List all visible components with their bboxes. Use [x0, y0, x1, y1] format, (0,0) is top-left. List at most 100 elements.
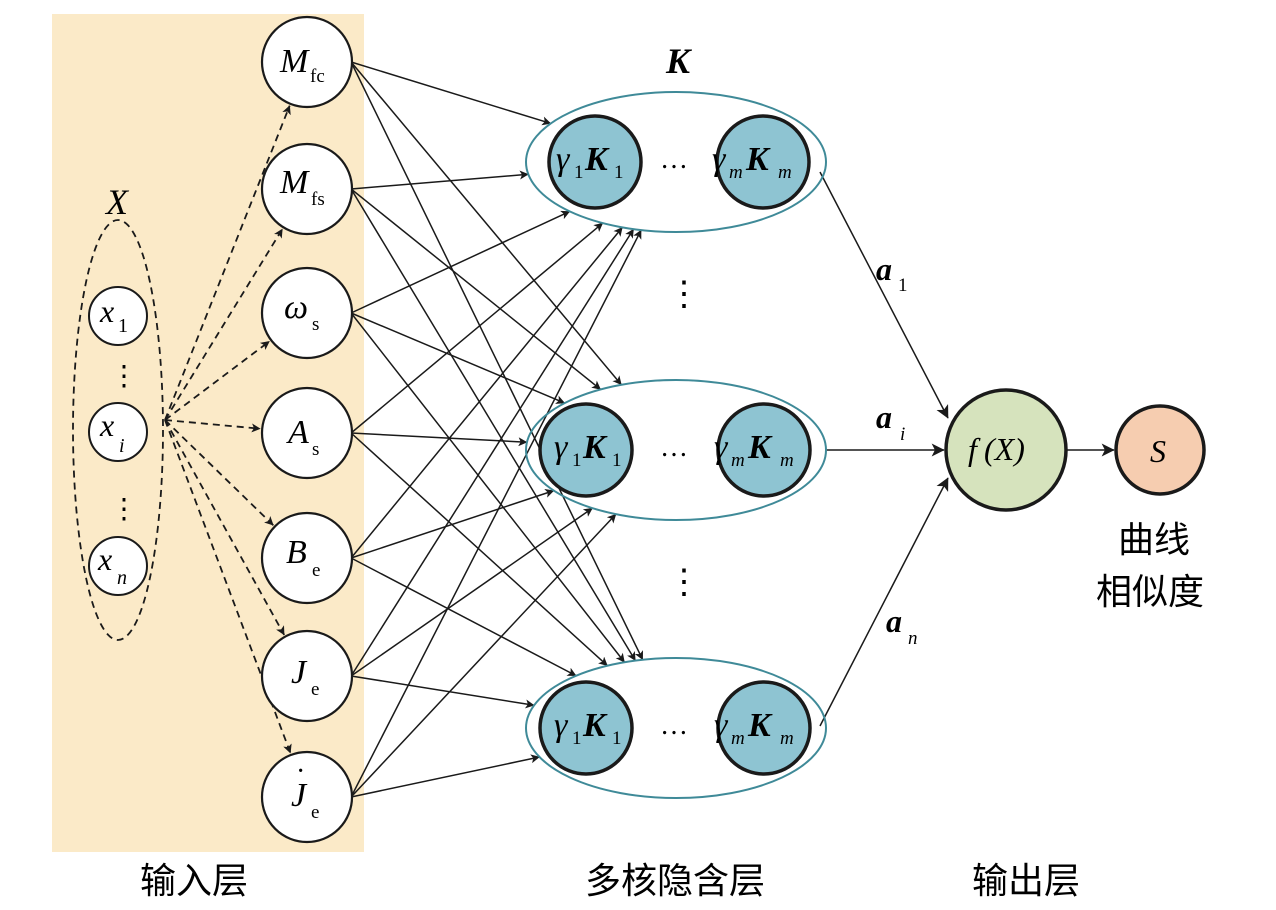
- x-item-i-sub: i: [119, 435, 125, 457]
- x-item-i-base: x: [99, 407, 114, 443]
- weight-ai-sub: i: [900, 424, 905, 445]
- input-node-mfc-base: M: [279, 43, 310, 80]
- input-node-mfc-sub: fc: [310, 66, 325, 87]
- input-node-omega-s-sub: s: [312, 314, 319, 335]
- input-set-label: X: [104, 182, 130, 222]
- input-node-be-sub: e: [312, 560, 320, 581]
- input-node-as: A s: [260, 386, 354, 480]
- input-node-je-base: J: [291, 654, 308, 691]
- kernel-group-1-to-output-edge: [819, 171, 949, 419]
- input-to-kernel-edge-1-1: [350, 61, 552, 126]
- input-to-kernel-edge-7-3: [350, 754, 540, 798]
- x-item-i: x i: [88, 402, 148, 462]
- x-item-1: x 1: [88, 286, 148, 346]
- knm-kernel-sub: m: [780, 728, 794, 749]
- input-to-kernel-edge-4-1: [350, 222, 604, 434]
- kernel-vertical-ellipsis-1: ⋮: [667, 276, 701, 313]
- input-node-omega-s: ω s: [260, 266, 354, 360]
- x-vertical-ellipsis-2: ⋮: [110, 494, 138, 525]
- km-gamma-sub: m: [729, 162, 743, 183]
- kim-gamma: γ: [714, 429, 729, 466]
- input-node-omega-s-base: ω: [284, 289, 308, 326]
- kim-kernel: K: [747, 429, 773, 466]
- weight-a1-base: a: [876, 251, 892, 287]
- weight-an-sub: n: [908, 628, 918, 649]
- input-to-kernel-edge-5-2: [350, 489, 555, 559]
- x-item-n: x n: [88, 536, 148, 596]
- kernel-group-label: K: [665, 41, 693, 81]
- input-node-as-sub: s: [312, 439, 319, 460]
- fanout-edge-4: [164, 419, 261, 433]
- x-item-1-base: x: [99, 293, 114, 329]
- input-to-kernel-edge-5-1: [350, 226, 623, 559]
- weight-label-a1: a 1: [876, 251, 908, 296]
- x-item-1-sub: 1: [118, 315, 128, 337]
- kernel-vertical-ellipsis-2: ⋮: [667, 564, 701, 601]
- kernel-group-n-ellipsis: …: [660, 710, 688, 741]
- k1-kernel-sub: 1: [614, 162, 624, 183]
- input-to-kernel-edge-4-3: [350, 432, 608, 667]
- output-function-node: f (X): [944, 388, 1068, 512]
- knm-gamma-sub: m: [731, 728, 745, 749]
- input-to-kernel-edge-7-2: [350, 513, 617, 798]
- kernel-group-i-ellipsis: …: [660, 432, 688, 463]
- connection-edges: [164, 61, 1115, 798]
- input-node-je-dot-base: J: [291, 777, 308, 814]
- k1-gamma-sub: 1: [574, 162, 584, 183]
- input-node-mfs-base: M: [279, 164, 310, 201]
- fanout-edge-2: [164, 228, 284, 421]
- km-kernel: K: [745, 141, 771, 178]
- output-function-arg: (X): [984, 431, 1025, 467]
- k1-gamma: γ: [556, 141, 571, 178]
- kernel-group-1-ellipsis: …: [660, 144, 688, 175]
- ki1-kernel-sub: 1: [612, 450, 622, 471]
- ki1-gamma: γ: [554, 429, 569, 466]
- input-node-mfs-sub: fs: [311, 189, 325, 210]
- kernel-group-i: γ 1 K 1 … γ m K m: [525, 379, 827, 521]
- input-node-mfc: M fc: [260, 15, 354, 109]
- input-to-kernel-edge-6-3: [350, 675, 535, 709]
- input-node-be-base: B: [286, 534, 307, 571]
- output-caption-line-2: 相似度: [1096, 572, 1204, 613]
- x-item-n-base: x: [97, 541, 112, 577]
- weight-an-base: a: [886, 603, 902, 639]
- input-to-kernel-edge-1-3: [350, 61, 644, 661]
- kn1-gamma-sub: 1: [572, 728, 582, 749]
- input-to-kernel-edge-6-1: [350, 228, 635, 677]
- km-gamma: γ: [712, 141, 727, 178]
- input-to-kernel-edge-5-3: [350, 557, 577, 677]
- output-caption-line-1: 曲线: [1118, 520, 1190, 561]
- input-to-kernel-edge-2-1: [351, 170, 529, 190]
- km-kernel-sub: m: [778, 162, 792, 183]
- input-layer-title: 输入层: [140, 861, 248, 902]
- input-node-je-dot-mark: ·: [296, 756, 305, 787]
- weight-label-an: a n: [886, 603, 918, 649]
- x-vertical-ellipsis-1: ⋮: [110, 361, 138, 392]
- input-to-kernel-edge-1-2: [350, 61, 622, 386]
- input-node-je: J e: [260, 629, 354, 723]
- input-to-kernel-edge-3-3: [350, 312, 626, 663]
- ki1-gamma-sub: 1: [572, 450, 582, 471]
- output-layer-title: 输出层: [972, 861, 1080, 902]
- weight-label-ai: a i: [876, 399, 905, 445]
- knm-kernel: K: [747, 707, 773, 744]
- fanout-edge-5: [164, 419, 274, 526]
- input-node-je-sub: e: [311, 679, 319, 700]
- similarity-node: S: [1114, 404, 1206, 496]
- fanout-edge-3: [164, 340, 271, 421]
- input-to-kernel-edge-3-2: [350, 312, 566, 404]
- input-to-kernel-edge-3-1: [350, 210, 571, 314]
- kernel-group-n: γ 1 K 1 … γ m K m: [525, 657, 827, 799]
- kim-kernel-sub: m: [780, 450, 794, 471]
- input-to-kernel-edge-6-2: [350, 507, 593, 677]
- knm-gamma: γ: [714, 707, 729, 744]
- input-node-as-base: A: [286, 414, 309, 451]
- fanout-edge-6: [164, 419, 285, 636]
- input-to-kernel-edge-2-3: [350, 188, 637, 662]
- kn1-kernel: K: [582, 707, 608, 744]
- input-to-kernel-edge-7-1: [350, 229, 642, 798]
- kernel-group-1: γ 1 K 1 … γ m K m: [525, 91, 827, 233]
- k1-kernel: K: [584, 141, 610, 178]
- input-node-je-dot: · J e: [260, 750, 354, 844]
